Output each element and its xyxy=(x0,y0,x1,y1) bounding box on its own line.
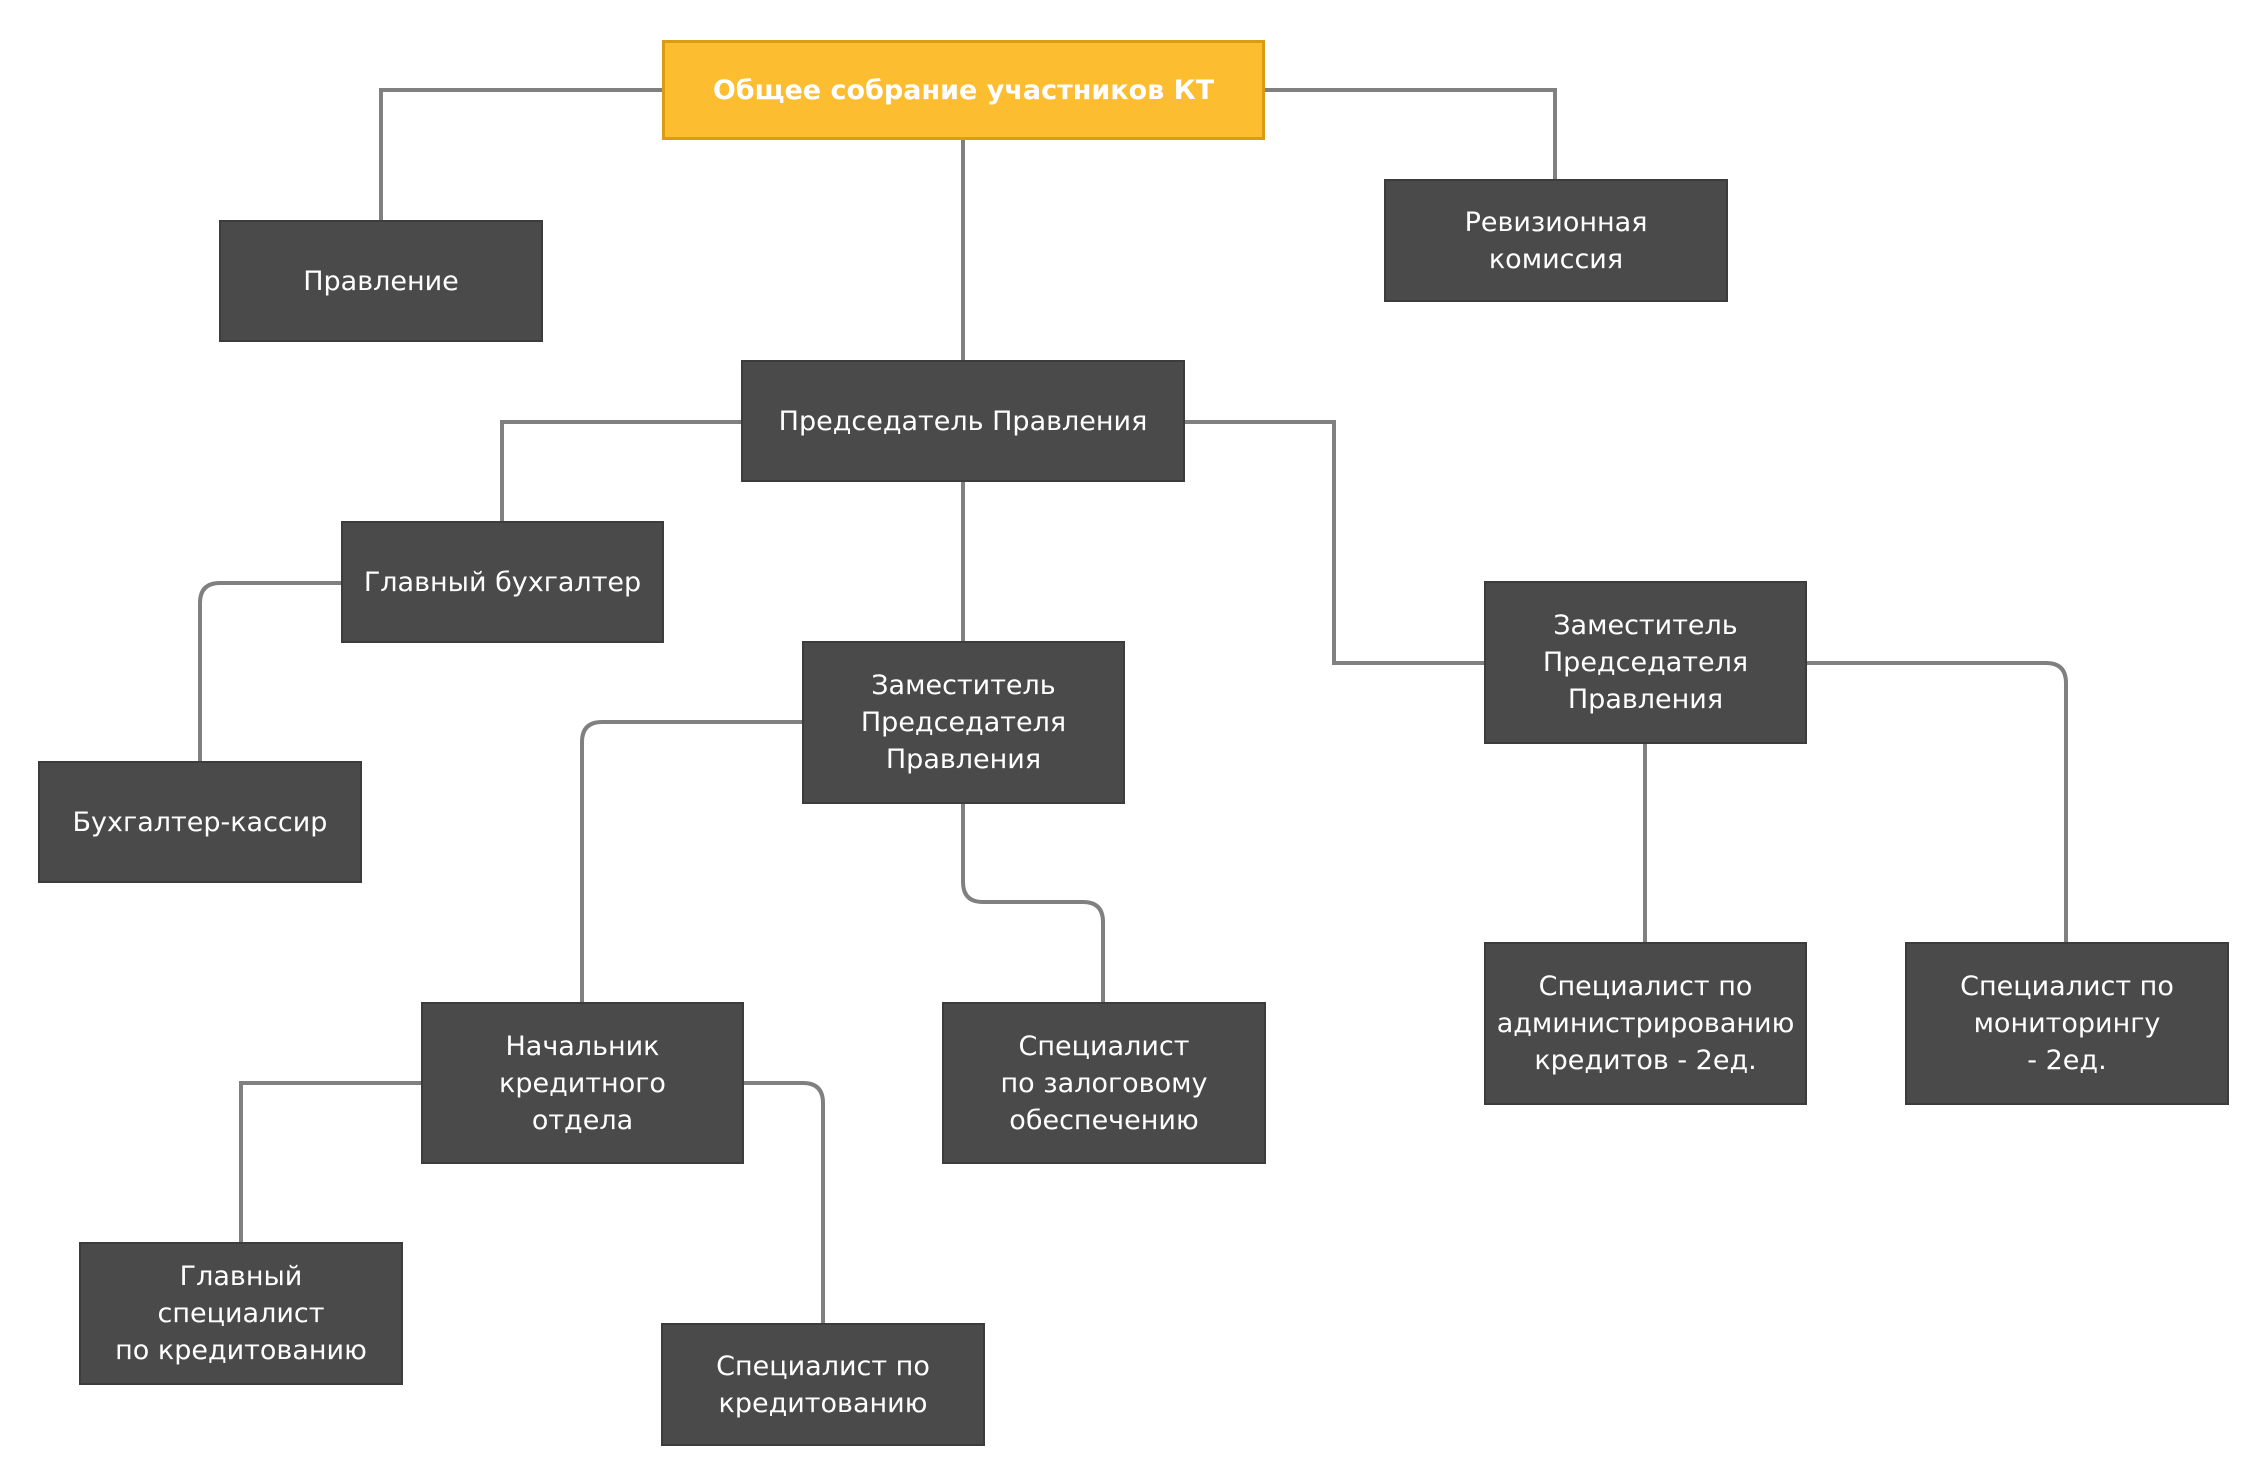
credit-specialist-box[interactable]: Специалист по кредитованию xyxy=(661,1323,985,1446)
loan-admin-specialist-box[interactable]: Специалист по администрированию кредитов… xyxy=(1484,942,1807,1105)
connector-chief-accountant-cashier xyxy=(198,581,341,761)
connector-chairman-deputy-right xyxy=(1185,420,1484,665)
monitoring-specialist-box[interactable]: Специалист по мониторингу - 2ед. xyxy=(1905,942,2229,1105)
board-box[interactable]: Правление xyxy=(219,220,543,342)
connector-deputy-right-monitoring xyxy=(1806,661,2068,942)
deputy-chairman-right-box[interactable]: Заместитель Председателя Правления xyxy=(1484,581,1807,744)
connector-deputy-center-credit-head xyxy=(580,720,802,1002)
credit-department-head-box[interactable]: Начальник кредитного отдела xyxy=(421,1002,744,1164)
connector-chairman-chief-accountant xyxy=(500,420,741,521)
accountant-cashier-box[interactable]: Бухгалтер-кассир xyxy=(38,761,362,883)
audit-commission-box[interactable]: Ревизионная комиссия xyxy=(1384,179,1728,302)
chief-accountant-box[interactable]: Главный бухгалтер xyxy=(341,521,664,643)
general-meeting-box[interactable]: Общее собрание участников КТ xyxy=(662,40,1265,140)
collateral-specialist-box[interactable]: Специалист по залоговому обеспечению xyxy=(942,1002,1266,1164)
connector-meeting-audit xyxy=(1265,88,1557,179)
chairman-box[interactable]: Председатель Правления xyxy=(741,360,1185,482)
connector-credit-head-chief-credit xyxy=(239,1081,421,1242)
connector-deputy-center-collateral xyxy=(961,804,1105,1002)
chief-credit-specialist-box[interactable]: Главный специалист по кредитованию xyxy=(79,1242,403,1385)
deputy-chairman-center-box[interactable]: Заместитель Председателя Правления xyxy=(802,641,1125,804)
connector-meeting-board xyxy=(379,88,662,220)
connector-credit-head-credit-specialist xyxy=(743,1081,825,1323)
